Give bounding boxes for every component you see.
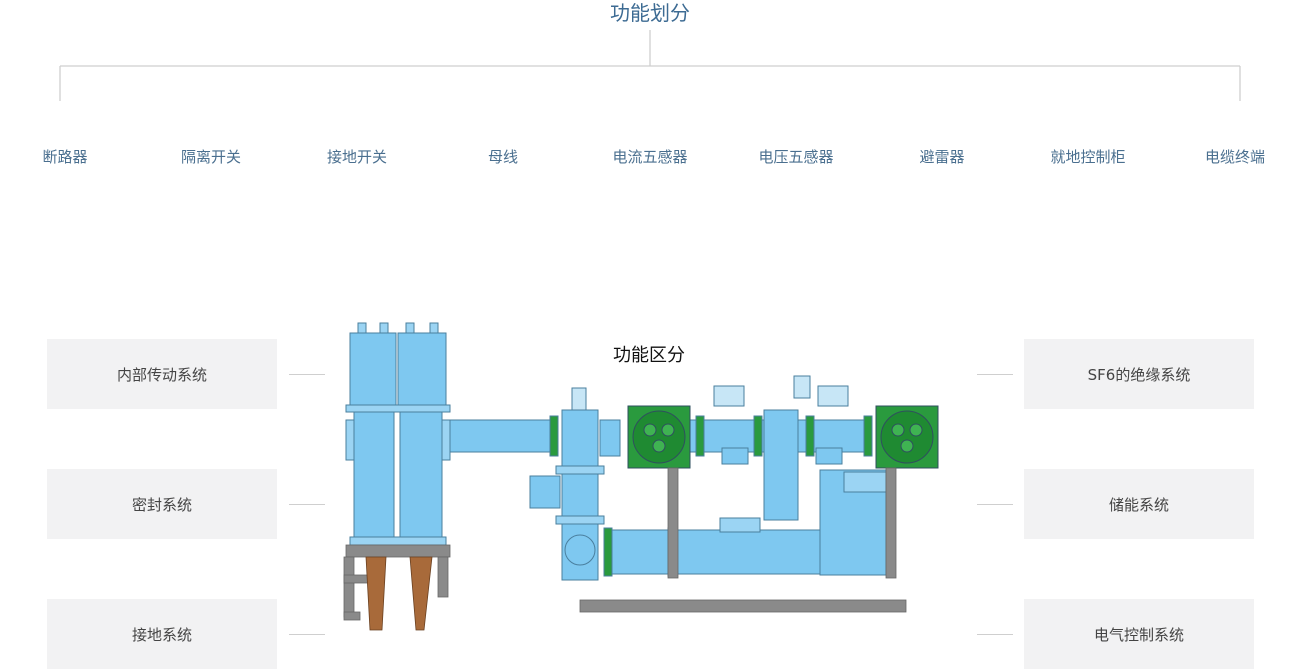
function-item: 电缆终端: [1204, 148, 1266, 166]
function-item: 母线: [487, 148, 519, 166]
connector-line: [289, 634, 325, 635]
switchgear-illustration: [343, 322, 939, 631]
tree-connector: [59, 30, 1241, 101]
connector-line: [977, 374, 1013, 375]
connector-line: [289, 374, 325, 375]
connector-line: [289, 504, 325, 505]
function-item: 就地控制柜: [1050, 148, 1126, 166]
page-title: 功能划分: [610, 1, 690, 25]
function-item: 避雷器: [919, 148, 965, 166]
function-item: 接地开关: [326, 148, 388, 166]
region-title: 功能区分: [613, 345, 685, 366]
region-box-right: 电气控制系统: [1024, 599, 1254, 669]
function-item: 电压五感器: [758, 148, 834, 166]
function-list: 断路器 隔离开关 接地开关 母线 电流五感器 电压五感器 避雷器 就地控制柜 电…: [0, 146, 1300, 170]
function-item: 电流五感器: [612, 148, 688, 166]
connector-line: [977, 634, 1013, 635]
region-box-right: SF6的绝缘系统: [1024, 339, 1254, 409]
region-box-left: 内部传动系统: [47, 339, 277, 409]
region-box-left: 接地系统: [47, 599, 277, 669]
function-item: 隔离开关: [180, 148, 242, 166]
function-item: 断路器: [42, 148, 88, 166]
region-box-right: 储能系统: [1024, 469, 1254, 539]
connector-line: [977, 504, 1013, 505]
region-box-left: 密封系统: [47, 469, 277, 539]
